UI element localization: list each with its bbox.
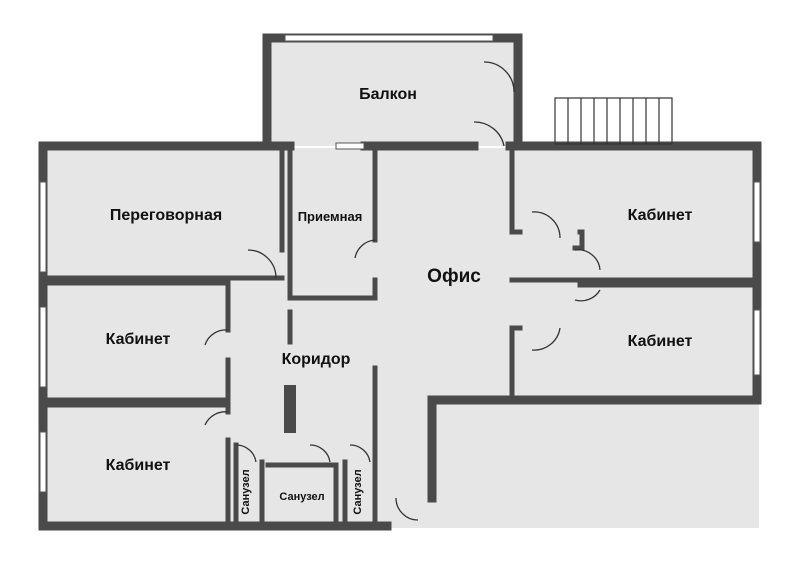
label-corridor: Коридор (282, 351, 351, 368)
room-labels: Балкон Переговорная Приемная Офис Кабине… (106, 86, 693, 515)
floor-fills (47, 38, 759, 528)
windows (39, 34, 761, 493)
label-cabinet-left-middle: Кабинет (106, 331, 171, 348)
label-meeting-room: Переговорная (110, 207, 222, 224)
label-cabinet-left-bottom: Кабинет (106, 457, 171, 474)
label-wc-center: Санузел (279, 491, 324, 503)
staircase (554, 97, 673, 145)
label-wc-left: Санузел (240, 469, 252, 514)
label-balcony: Балкон (359, 86, 417, 103)
outer-walls (38, 33, 762, 531)
label-cabinet-right-top: Кабинет (628, 207, 693, 224)
label-cabinet-right-bottom: Кабинет (628, 333, 693, 350)
label-reception: Приемная (298, 209, 363, 224)
interior-walls (47, 147, 753, 525)
label-wc-right: Санузел (352, 469, 364, 514)
doors (204, 61, 601, 521)
label-office: Офис (427, 266, 481, 287)
